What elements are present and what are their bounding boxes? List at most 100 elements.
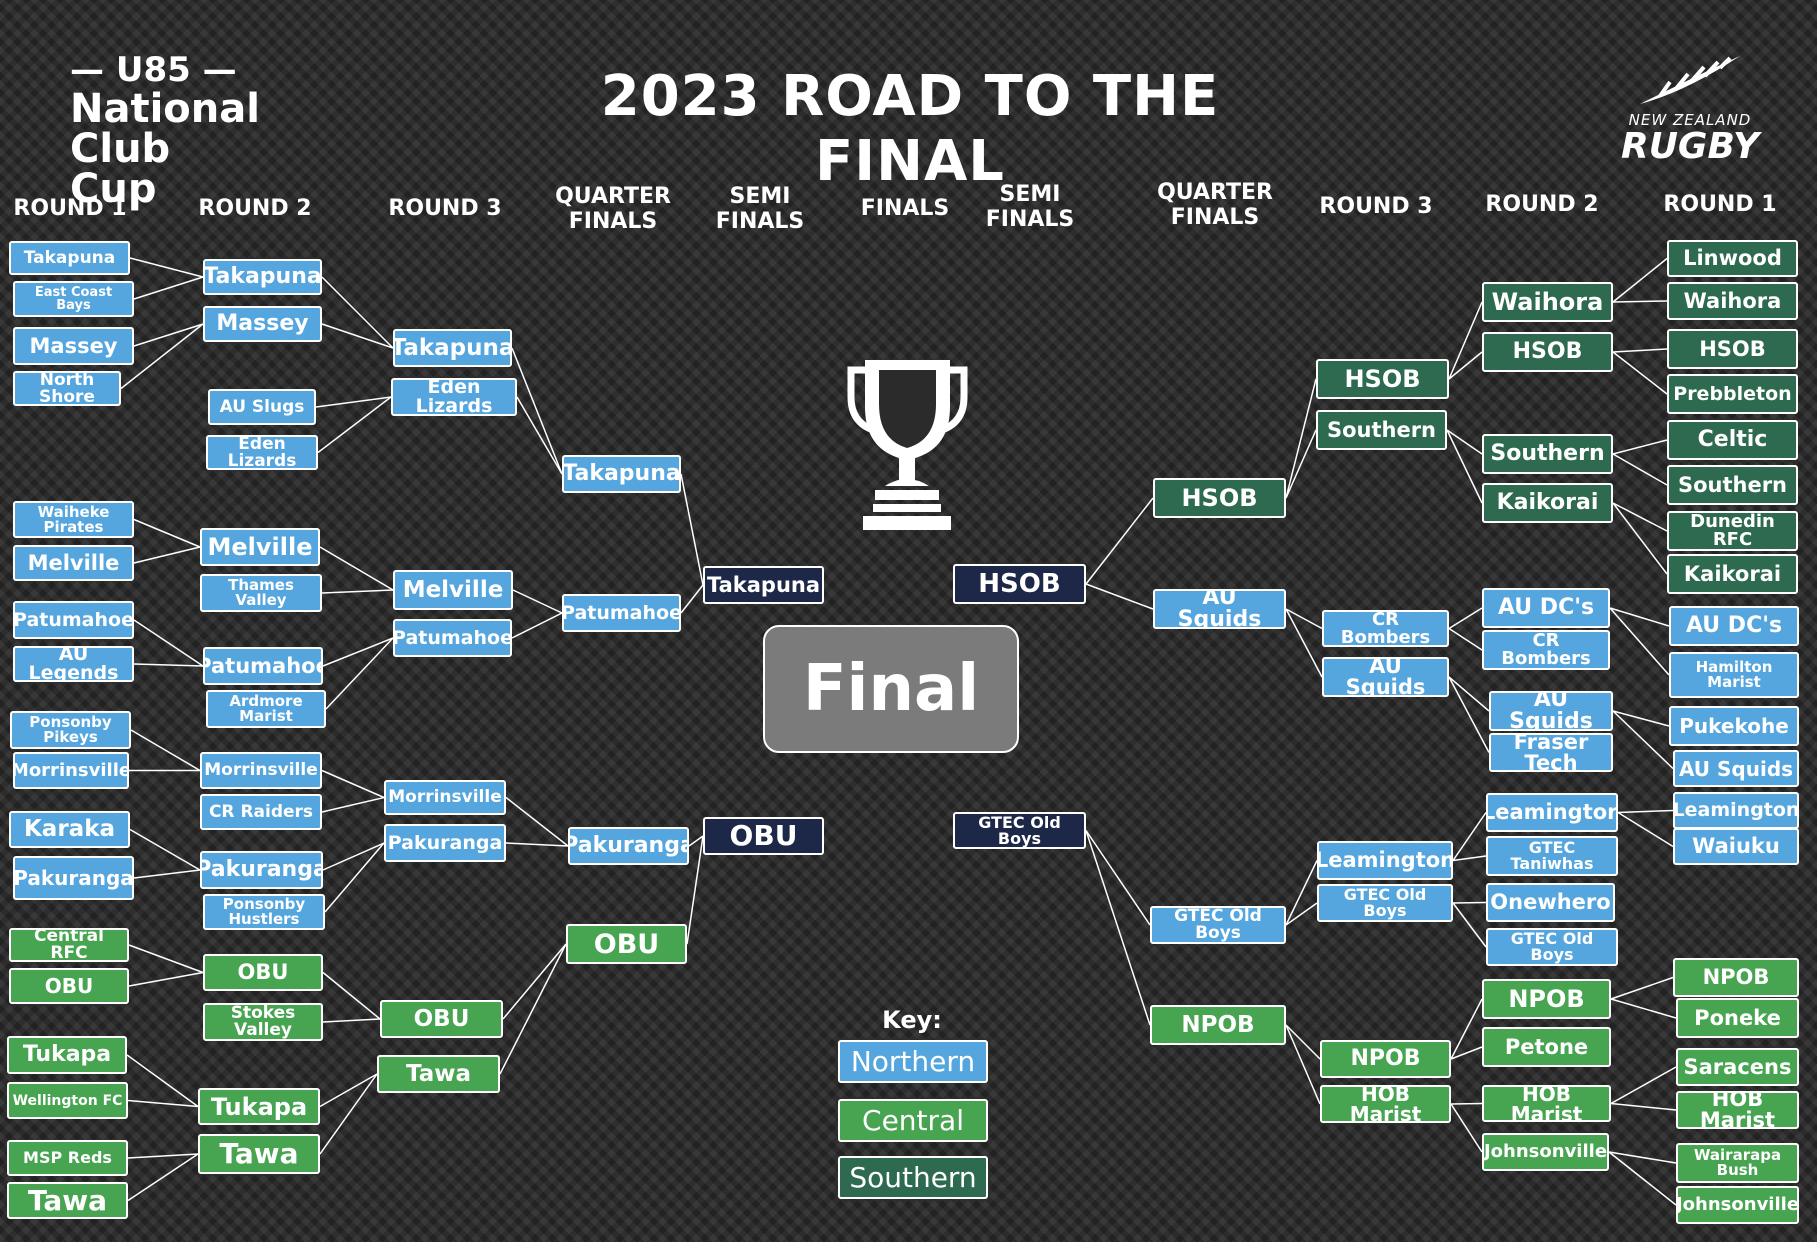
connector-line-right-29 bbox=[1452, 855, 1487, 862]
right-quarter-team-gtec-old-boys: GTEC Old Boys bbox=[1150, 906, 1286, 944]
left-round2-team-tukapa: Tukapa bbox=[198, 1088, 320, 1125]
connector-line-left-42 bbox=[680, 473, 704, 586]
connector-line-left-4 bbox=[133, 518, 201, 548]
left-round1-team-north-shore: North Shore bbox=[13, 371, 121, 406]
connector-line-right-45 bbox=[1085, 583, 1154, 610]
left-round1-team-ponsonby-pikeys: Ponsonby Pikeys bbox=[10, 711, 131, 749]
connector-line-right-15 bbox=[1610, 998, 1677, 1019]
connector-line-left-35 bbox=[516, 396, 563, 475]
connector-line-right-10 bbox=[1612, 710, 1670, 727]
left-round3-team-morrinsville: Morrinsville bbox=[384, 780, 506, 815]
right-round2-team-hsob: HSOB bbox=[1482, 332, 1613, 372]
connector-line-left-38 bbox=[505, 796, 569, 847]
right-round3-team-southern: Southern bbox=[1316, 410, 1447, 450]
right-round3-team-cr-bombers: CR Bombers bbox=[1322, 610, 1449, 647]
connector-line-left-31 bbox=[322, 1018, 381, 1023]
right-round2-team-hob-marist: HOB Marist bbox=[1482, 1085, 1611, 1122]
connector-line-right-21 bbox=[1448, 351, 1483, 380]
connector-line-left-3 bbox=[120, 323, 204, 390]
connector-line-left-28 bbox=[322, 842, 385, 871]
left-round2-team-thames-valley: Thames Valley bbox=[200, 574, 322, 612]
right-round2-team-kaikorai: Kaikorai bbox=[1482, 483, 1613, 523]
connector-line-left-8 bbox=[130, 729, 201, 772]
right-round1-team-npob: NPOB bbox=[1673, 958, 1799, 997]
right-round1-team-dunedin-rfc: Dunedin RFC bbox=[1667, 511, 1798, 551]
left-round3-team-patumahoe: Patumahoe bbox=[393, 619, 512, 657]
connector-line-left-21 bbox=[317, 396, 392, 454]
logo-national-text: National bbox=[70, 86, 260, 133]
right-round2-team-npob: NPOB bbox=[1482, 979, 1611, 1019]
right-round1-team-hob-marist: HOB Marist bbox=[1676, 1091, 1799, 1129]
right-round1-team-poneke: Poneke bbox=[1676, 998, 1799, 1038]
connector-line-left-45 bbox=[686, 835, 704, 945]
logo-u85-text: — U85 — bbox=[70, 50, 237, 90]
connector-line-right-8 bbox=[1609, 607, 1670, 627]
nz-rugby-logo: NEW ZEALAND RUGBY bbox=[1600, 52, 1780, 165]
connector-line-right-20 bbox=[1448, 301, 1483, 380]
right-round2-team-leamington: Leamington bbox=[1486, 793, 1618, 832]
header-right-round3: ROUND 3 bbox=[1319, 194, 1433, 219]
left-round3-team-melville: Melville bbox=[393, 570, 513, 610]
left-round2-team-cr-raiders: CR Raiders bbox=[200, 794, 322, 830]
key-southern: Southern bbox=[838, 1156, 988, 1199]
right-round3-team-gtec-old-boys: GTEC Old Boys bbox=[1317, 884, 1453, 922]
left-round1-team-takapuna: Takapuna bbox=[9, 241, 130, 275]
connector-line-left-24 bbox=[322, 637, 394, 667]
connector-line-right-18 bbox=[1608, 1151, 1677, 1164]
connector-line-left-19 bbox=[321, 323, 394, 349]
right-round1-team-waihora: Waihora bbox=[1667, 282, 1798, 320]
right-round2-team-onewhero: Onewhero bbox=[1486, 883, 1615, 922]
right-round3-team-hsob: HSOB bbox=[1316, 359, 1449, 399]
connector-line-left-30 bbox=[322, 971, 381, 1020]
connector-line-left-14 bbox=[126, 1054, 199, 1108]
left-round2-team-obu: OBU bbox=[203, 954, 323, 991]
connector-line-left-29 bbox=[324, 842, 385, 913]
left-round2-team-ardmore-marist: Ardmore Marist bbox=[206, 690, 326, 728]
key-title: Key: bbox=[882, 1006, 942, 1034]
left-semi-team-takapuna: Takapuna bbox=[703, 566, 824, 604]
left-round1-team-wellington-fc: Wellington FC bbox=[7, 1082, 128, 1119]
left-round1-team-east-coast-bays: East Coast Bays bbox=[13, 281, 134, 317]
left-semi-team-obu: OBU bbox=[703, 817, 824, 855]
left-round1-team-tawa: Tawa bbox=[7, 1182, 128, 1219]
right-round1-team-hsob: HSOB bbox=[1667, 329, 1798, 369]
right-round2-team-au-squids: AU Squids bbox=[1489, 691, 1613, 731]
connector-line-left-34 bbox=[511, 347, 563, 475]
logo-rugby-text: RUGBY bbox=[1620, 126, 1760, 167]
header-left-round2: ROUND 2 bbox=[198, 196, 312, 221]
left-round2-team-melville: Melville bbox=[200, 528, 320, 566]
connector-line-left-11 bbox=[133, 869, 201, 879]
connector-line-left-1 bbox=[133, 276, 204, 300]
connector-line-right-27 bbox=[1448, 676, 1490, 753]
left-round3-team-tawa: Tawa bbox=[377, 1055, 500, 1093]
left-round2-team-patumahoe: Patumahoe bbox=[203, 647, 323, 685]
right-round1-team-wairarapa-bush: Wairarapa Bush bbox=[1676, 1143, 1799, 1183]
connector-line-left-27 bbox=[321, 796, 385, 813]
connector-line-right-4 bbox=[1612, 439, 1668, 455]
right-round2-team-gtec-taniwhas: GTEC Taniwhas bbox=[1486, 836, 1618, 876]
silver-fern-icon bbox=[1640, 56, 1740, 104]
header-finals: FINALS bbox=[860, 196, 950, 221]
right-round2-team-petone: Petone bbox=[1482, 1027, 1611, 1067]
connector-line-left-16 bbox=[127, 1153, 199, 1159]
connector-line-right-32 bbox=[1450, 998, 1483, 1060]
logo-new-zealand-text: NEW ZEALAND bbox=[1628, 111, 1752, 129]
connector-line-right-0 bbox=[1612, 257, 1668, 303]
connector-line-right-12 bbox=[1617, 809, 1674, 814]
connector-line-right-19 bbox=[1608, 1151, 1677, 1206]
header-left-semi-finals: SEMI FINALS bbox=[715, 184, 805, 235]
connector-line-right-46 bbox=[1085, 830, 1151, 926]
left-round2-team-morrinsville: Morrinsville bbox=[200, 752, 322, 789]
connector-line-left-32 bbox=[319, 1073, 378, 1108]
right-round3-team-au-squids: AU Squids bbox=[1322, 657, 1449, 697]
left-round1-team-waiheke-pirates: Waiheke Pirates bbox=[13, 501, 134, 538]
connector-line-left-7 bbox=[133, 663, 204, 667]
connector-line-right-22 bbox=[1446, 429, 1483, 455]
right-quarter-team-au-squids: AU Squids bbox=[1153, 589, 1286, 629]
connector-line-right-24 bbox=[1448, 607, 1483, 630]
left-quarter-team-patumahoe: Patumahoe bbox=[562, 594, 681, 632]
left-quarter-team-takapuna: Takapuna bbox=[562, 455, 681, 493]
connector-line-left-36 bbox=[512, 589, 563, 614]
left-round2-team-au-slugs: AU Slugs bbox=[208, 389, 316, 425]
